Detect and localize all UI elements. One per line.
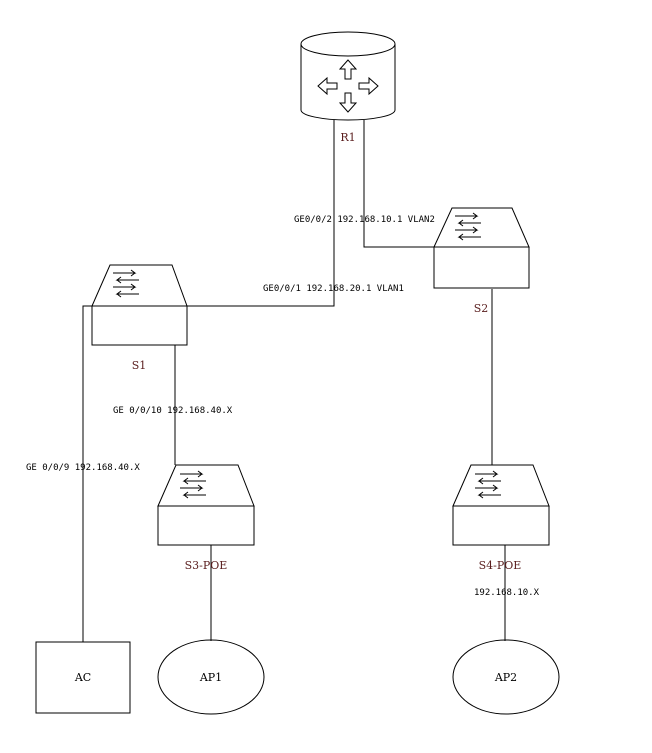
switch-s4: S4-POE — [452, 464, 550, 572]
switch-s1-label: S1 — [132, 359, 147, 372]
link-s1-ac-label: GE 0/0/9 192.168.40.X — [26, 463, 140, 473]
link-s4-ap2-label: 192.168.10.X — [474, 588, 540, 598]
link-r1-s1-label: GE0/0/1 192.168.20.1 VLAN1 — [263, 284, 404, 294]
switch-icon — [452, 464, 550, 546]
link-s1-ac — [82, 305, 92, 642]
switch-s4-label: S4-POE — [479, 559, 522, 572]
ap2-label: AP2 — [494, 671, 517, 684]
ap2-ellipse: AP2 — [452, 639, 560, 715]
switch-icon — [433, 207, 530, 289]
link-s1-s3-label: GE 0/0/10 192.168.40.X — [113, 406, 233, 416]
switch-s2: S2 — [433, 207, 530, 315]
link-r1-s1 — [187, 120, 335, 307]
router-icon — [300, 31, 396, 121]
switch-icon — [157, 464, 255, 546]
link-r1-s2-label: GE0/0/2 192.168.10.1 VLAN2 — [294, 215, 435, 225]
ac-label: AC — [74, 671, 91, 684]
links — [82, 120, 506, 642]
router-r1: R1 — [300, 31, 396, 144]
router-r1-label: R1 — [340, 131, 355, 144]
switch-icon — [91, 264, 188, 346]
link-r1-s2 — [363, 120, 434, 248]
ac-box: AC — [35, 641, 131, 714]
switch-s1: S1 — [91, 264, 188, 372]
switch-s3-label: S3-POE — [185, 559, 228, 572]
ap1-ellipse: AP1 — [157, 639, 265, 715]
ap1-label: AP1 — [199, 671, 222, 684]
switch-s3: S3-POE — [157, 464, 255, 572]
switch-s2-label: S2 — [474, 302, 489, 315]
